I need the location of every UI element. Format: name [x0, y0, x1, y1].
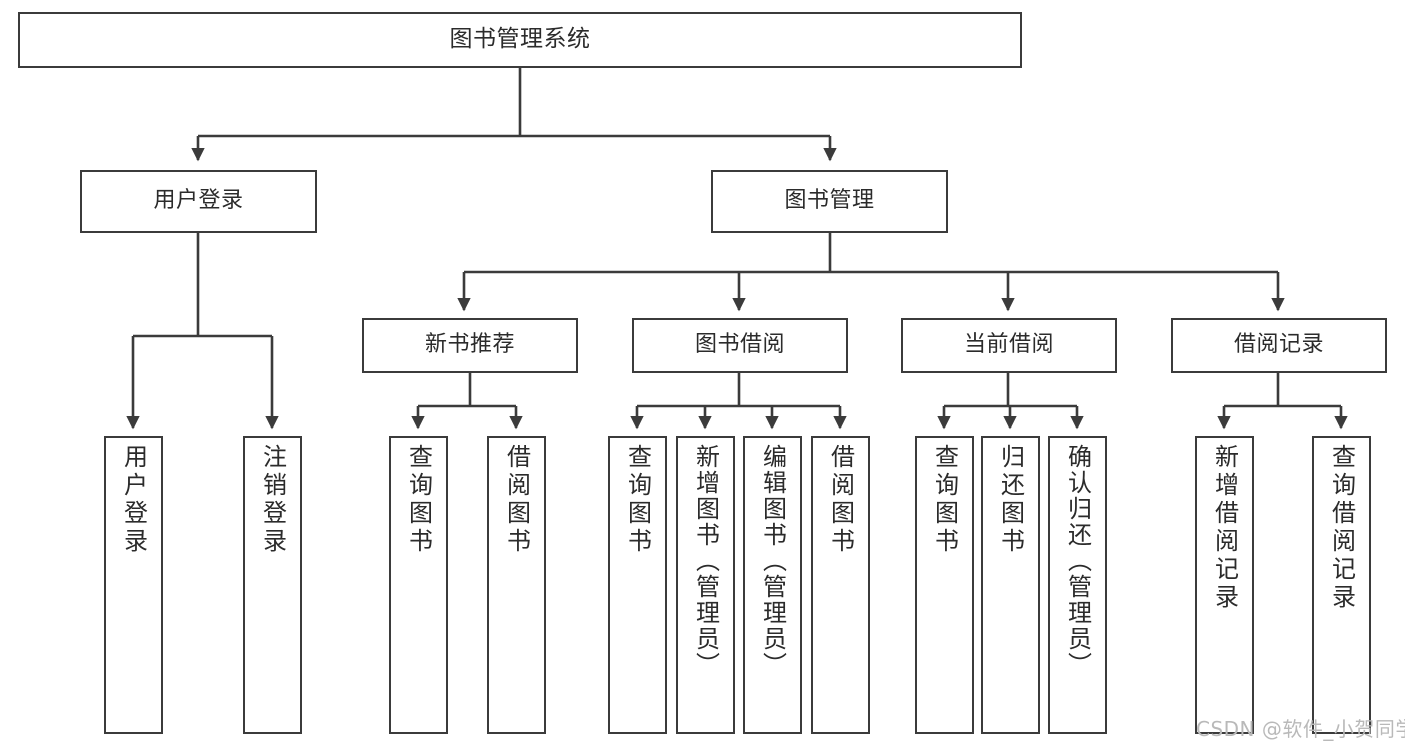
watermark-text: CSDN @软件_小贺同学 [1196, 717, 1405, 741]
node-label: 新增借阅记录 [1210, 444, 1239, 612]
node-borrow-records[interactable]: 借阅记录 [1171, 318, 1387, 373]
node-label: 查询图书 [404, 444, 433, 556]
node-label: 图书管理系统 [449, 26, 591, 53]
node-label: 查询图书 [623, 444, 652, 556]
leaf-user-login-logout[interactable]: 注销登录 [243, 436, 302, 734]
leaf-recommend-borrow-book[interactable]: 借阅图书 [487, 436, 546, 734]
node-label: 用户登录 [119, 444, 148, 556]
leaf-records-add-record[interactable]: 新增借阅记录 [1195, 436, 1254, 734]
node-book-management[interactable]: 图书管理 [711, 170, 948, 233]
leaf-borrow-query-book[interactable]: 查询图书 [608, 436, 667, 734]
node-book-borrow[interactable]: 图书借阅 [632, 318, 848, 373]
leaf-current-query-book[interactable]: 查询图书 [915, 436, 974, 734]
node-label: 借阅图书 [502, 444, 531, 556]
node-user-login[interactable]: 用户登录 [80, 170, 317, 233]
node-label: 借阅图书 [826, 444, 855, 556]
node-new-book-recommend[interactable]: 新书推荐 [362, 318, 578, 373]
leaf-current-return-book[interactable]: 归还图书 [981, 436, 1040, 734]
node-label: 新书推荐 [424, 332, 515, 358]
leaf-borrow-edit-book-admin[interactable]: 编辑图书（管理员） [743, 436, 802, 734]
node-label: 借阅记录 [1233, 332, 1324, 358]
leaf-recommend-query-book[interactable]: 查询图书 [389, 436, 448, 734]
leaf-current-confirm-return-admin[interactable]: 确认归还（管理员） [1048, 436, 1107, 734]
node-label: 编辑图书（管理员） [758, 444, 787, 678]
node-current-borrow[interactable]: 当前借阅 [901, 318, 1117, 373]
leaf-borrow-add-book-admin[interactable]: 新增图书（管理员） [676, 436, 735, 734]
node-label: 图书借阅 [694, 332, 785, 358]
node-label: 当前借阅 [963, 332, 1054, 358]
node-label: 归还图书 [996, 444, 1025, 556]
node-root-system[interactable]: 图书管理系统 [18, 12, 1022, 68]
leaf-borrow-borrow-book[interactable]: 借阅图书 [811, 436, 870, 734]
node-label: 新增图书（管理员） [691, 444, 720, 678]
node-label: 查询图书 [930, 444, 959, 556]
leaf-user-login-login[interactable]: 用户登录 [104, 436, 163, 734]
node-label: 确认归还（管理员） [1063, 444, 1092, 678]
node-label: 注销登录 [258, 444, 287, 556]
node-label: 用户登录 [153, 188, 244, 214]
leaf-records-query-record[interactable]: 查询借阅记录 [1312, 436, 1371, 734]
node-label: 查询借阅记录 [1327, 444, 1356, 612]
node-label: 图书管理 [784, 188, 875, 214]
